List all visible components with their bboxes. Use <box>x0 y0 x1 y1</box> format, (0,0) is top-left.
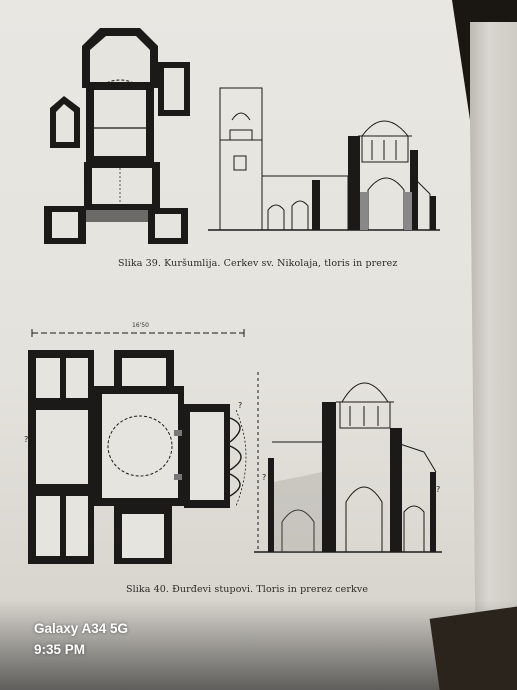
device-watermark: Galaxy A34 5G <box>34 621 129 636</box>
time-watermark: 9:35 PM <box>34 642 86 657</box>
svg-text:?: ? <box>262 473 266 482</box>
figure-40-caption: Slika 40. Đurđevi stupovi. Tloris in pre… <box>126 584 369 595</box>
figure-40-scale-bar <box>30 328 250 338</box>
svg-text:?: ? <box>24 435 28 444</box>
svg-text:?: ? <box>436 485 440 494</box>
figure-40-scale-label: 16'50 <box>132 322 149 329</box>
svg-text:?: ? <box>238 401 242 410</box>
photo-shadow <box>0 600 517 690</box>
figure-39-section <box>208 80 448 255</box>
figure-40-section: ? ? <box>254 362 450 572</box>
figure-39-floor-plan <box>40 18 200 248</box>
facing-page <box>470 22 517 690</box>
figure-39-caption: Slika 39. Kuršumlija. Cerkev sv. Nikolaj… <box>118 258 398 269</box>
figure-40-floor-plan: ? ? <box>24 346 256 568</box>
